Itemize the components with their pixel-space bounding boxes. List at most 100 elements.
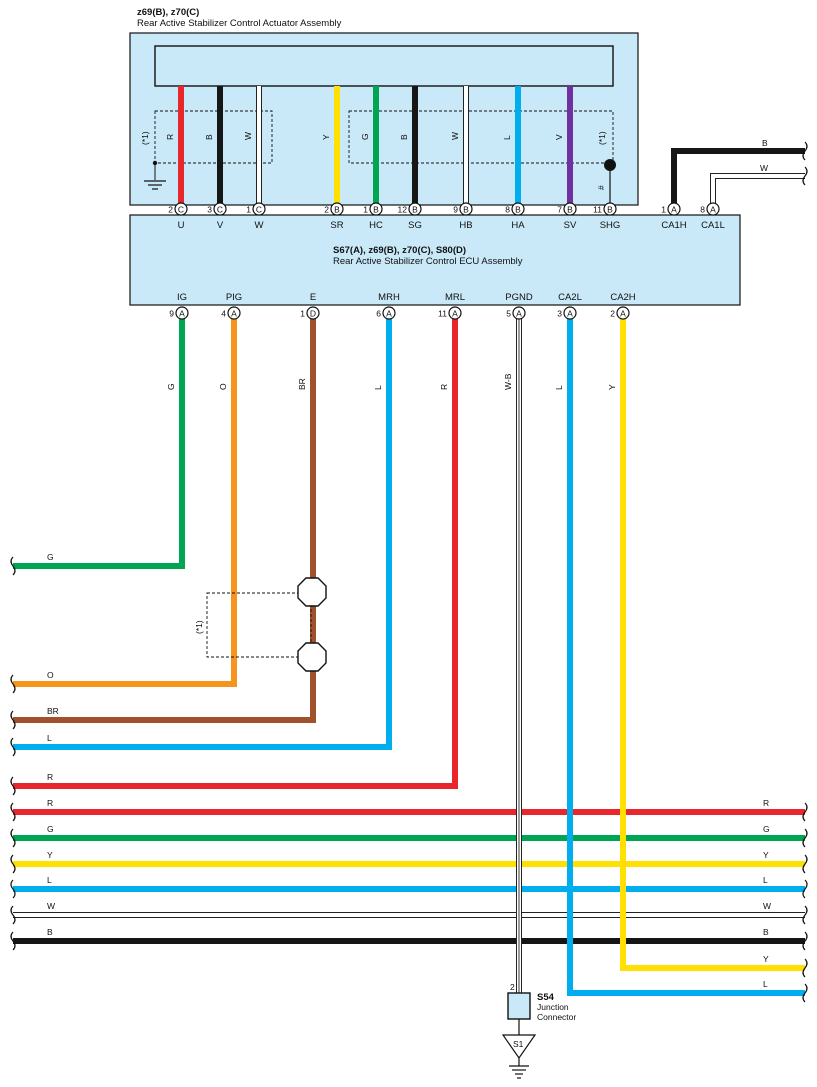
ecu-bottom-wires [13,318,805,996]
top-pin-name: SG [408,220,422,231]
pin-number: 12 [398,205,408,215]
ecu-box [129,214,741,306]
top-pin-name: V [217,220,224,231]
actuator-wire-label: R [165,134,175,140]
ecu-wire-ca2h [620,318,805,971]
top-pin-ca1l: A8 [700,202,720,216]
pin-number: 2 [610,309,615,319]
top-pin-name: W [255,220,264,231]
pin-connector-letter: A [671,205,677,215]
top-pin-name: HB [459,220,472,231]
ecu-subtitle: Rear Active Stabilizer Control ECU Assem… [333,256,523,267]
actuator-wire-label: V [554,134,564,140]
ecu-wire-label: O [218,383,228,390]
ca1h-wire [671,148,805,203]
actuator-wire-label: Y [321,134,331,140]
top-pin-hb: B9 [453,202,473,216]
pin-connector-letter: A [567,309,573,319]
top-pin-ha: B8 [505,202,525,216]
ecu-wire-label: Y [607,384,617,390]
pin-number: 9 [453,205,458,215]
junction-label-1: Junction [537,1002,569,1012]
top-pin-w: C1 [246,202,266,216]
bottom-pin-name: PGND [505,292,533,303]
ecu-wire-ig [13,318,185,569]
ground-icon [509,1065,529,1079]
bottom-pin-ca2h: A2 [610,306,630,320]
shield-note-left: (*1) [140,131,150,145]
actuator-motor-block [154,45,614,87]
pin-connector-letter: C [256,205,262,215]
pin-connector-letter: A [179,309,185,319]
left-wire-label: L [47,733,52,743]
ecu-wire-label: L [373,385,383,390]
left-wire-label: O [47,670,54,680]
harness-break-marks [10,141,808,1003]
bottom-pin-ig: A9 [169,306,189,320]
bus-wire-label-left: W [47,901,55,911]
pin-connector-letter: C [217,205,223,215]
pin-connector-letter: B [412,205,418,215]
top-pin-ca1h: A1 [661,202,681,216]
actuator-subtitle: Rear Active Stabilizer Control Actuator … [137,18,342,29]
ecu-wire-mrl [13,318,458,789]
top-pin-name: CA1H [661,220,686,231]
pin-connector-letter: A [386,309,392,319]
bus-wire-label-left: R [47,798,53,808]
bottom-pin-pig: A4 [221,306,241,320]
chassis-ground-icon [144,180,166,190]
ground-point-label: S1 [513,1039,524,1049]
option-dashed-box [206,592,312,658]
bus-wire-label-left: Y [47,850,53,860]
actuator-shield-right [348,110,614,164]
pin-number: 1 [363,205,368,215]
bus-wire-label-left: G [47,824,54,834]
bottom-pin-name: IG [177,292,187,303]
ecu-title: S67(A), z69(B), z70(C), S80(D) [333,245,466,256]
left-wire-label: R [47,772,53,782]
pin-connector-letter: A [231,309,237,319]
actuator-wires [178,86,573,203]
ecu-wire-pig [13,318,237,687]
pin-connector-letter: B [463,205,469,215]
ecu-wire-ca2l [567,318,805,996]
junction-connector-box [507,992,531,1020]
option-note: (*1) [194,620,204,634]
actuator-assembly: z69(B), z70(C) Rear Active Stabilizer Co… [129,7,639,206]
pin-connector-letter: B [515,205,521,215]
top-pin-name: SV [564,220,577,231]
right-wire-label: Y [763,954,769,964]
bottom-pin-mrh: A6 [376,306,396,320]
left-wire-label: BR [47,706,59,716]
left-wire-label: G [47,552,54,562]
right-wire-label: L [763,979,768,989]
top-pin-u: C2 [168,202,188,216]
top-pin-name: SHG [600,220,621,231]
bus-wire-label-right: R [763,798,769,808]
pin-connector-letter: B [567,205,573,215]
bottom-pin-name: CA2H [610,292,635,303]
ecu-wire-e [13,318,316,723]
bus-wire-label-left: B [47,927,53,937]
splice-lower-icon [297,642,327,672]
top-pin-name: CA1L [701,220,725,231]
pin-connector-letter: B [334,205,340,215]
ecu-assembly: S67(A), z69(B), z70(C), S80(D) Rear Acti… [129,214,741,306]
splice-upper-icon [297,577,327,607]
bus-wire-label-right: Y [763,850,769,860]
ca1l-wire-label: W [760,163,768,173]
bottom-pin-name: E [310,292,316,303]
actuator-wire-label: W [450,132,460,140]
junction-id: S54 [537,992,555,1003]
junction-pin-number: 2 [510,982,515,992]
bottom-pin-name: MRH [378,292,400,303]
ecu-wire-label: L [554,385,564,390]
pin-number: 11 [438,309,447,319]
bottom-pin-ca2l: A3 [557,306,577,320]
ground-splices: (*1) [194,577,327,672]
pin-number: 7 [557,205,562,215]
pin-number: 1 [661,205,666,215]
pin-number: 8 [505,205,510,215]
pin-number: 2 [168,205,173,215]
